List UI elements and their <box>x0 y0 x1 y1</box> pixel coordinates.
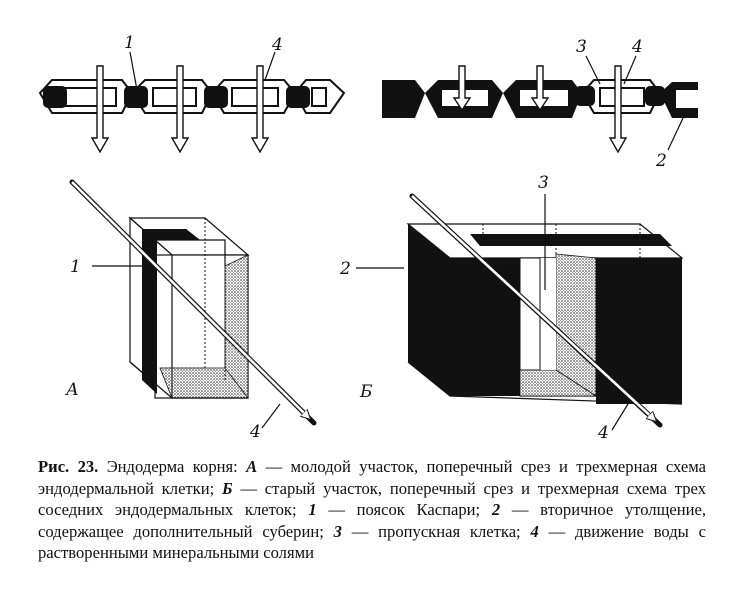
water-arrow <box>71 181 310 419</box>
caption-key: 3 <box>333 521 342 541</box>
leader-line <box>611 403 629 431</box>
label-3: 3 <box>538 173 549 193</box>
leader-line <box>264 51 276 81</box>
water-arrow <box>411 195 656 421</box>
thickened-cell <box>596 258 682 404</box>
water-arrow <box>90 65 270 154</box>
caption-key: Б <box>222 478 233 498</box>
caption-text: — старый участок, поперечный срез и трех… <box>38 478 706 520</box>
caption-text: Эндодерма корня: <box>98 457 247 476</box>
caption-key: 1 <box>308 500 317 519</box>
water-arrow <box>452 65 628 154</box>
casparian-band <box>157 229 200 240</box>
label-4: 4 <box>631 37 643 57</box>
caption-key: 4 <box>530 521 539 541</box>
casparian-band <box>645 86 665 106</box>
label-1: 1 <box>124 33 135 53</box>
panel-b-cross-section: 3 4 2 <box>382 37 698 171</box>
casparian-band <box>575 86 595 106</box>
label-a: А <box>65 380 79 400</box>
leader-line <box>667 115 685 151</box>
leader-line <box>585 55 601 85</box>
caption-text: — движение воды с растворенными минераль… <box>38 521 706 563</box>
label-2: 2 <box>339 259 351 279</box>
label-b: Б <box>359 382 373 402</box>
casparian-band <box>124 86 148 108</box>
casparian-band <box>204 86 228 108</box>
label-1: 1 <box>70 257 81 277</box>
casparian-band <box>142 229 200 394</box>
label-4: 4 <box>597 423 609 443</box>
caption-text: — пропускная клетка; <box>341 521 531 541</box>
caption-text: — вторичное утолщение, содержащее дополн… <box>38 500 706 541</box>
panel-b-3d-cells: 3 2 Б 4 <box>339 173 684 443</box>
casparian-band <box>286 86 310 108</box>
label-3: 3 <box>576 37 587 57</box>
caption-key: А <box>246 457 258 476</box>
leader-line <box>261 403 281 429</box>
thickened-cell-wall <box>660 82 698 118</box>
endodermis-figure: 1 4 3 4 2 <box>38 33 698 443</box>
thickened-cell-wall <box>425 80 503 118</box>
leader-line <box>623 55 637 85</box>
figure-caption: Рис. 23. Эндодерма корня: А — молодой уч… <box>38 456 706 564</box>
panel-a-3d-cell: 1 А 4 <box>65 179 317 442</box>
thickened-cell <box>408 224 450 396</box>
thickened-cell <box>450 258 520 396</box>
thickened-cell-wall <box>382 80 425 118</box>
casparian-band <box>43 86 67 108</box>
leader-line <box>129 51 138 91</box>
label-2: 2 <box>655 151 667 171</box>
caption-text: — поясок Каспари; <box>316 500 492 519</box>
panel-a-cross-section: 1 4 <box>38 33 346 154</box>
caption-figure-number: Рис. 23. <box>38 457 99 476</box>
thickened-cell-wall <box>503 80 582 118</box>
label-4: 4 <box>249 422 261 442</box>
caption-text: — молодой участок, поперечный срез и тре… <box>38 457 707 498</box>
label-4: 4 <box>271 35 283 55</box>
caption-key: 2 <box>491 500 501 519</box>
